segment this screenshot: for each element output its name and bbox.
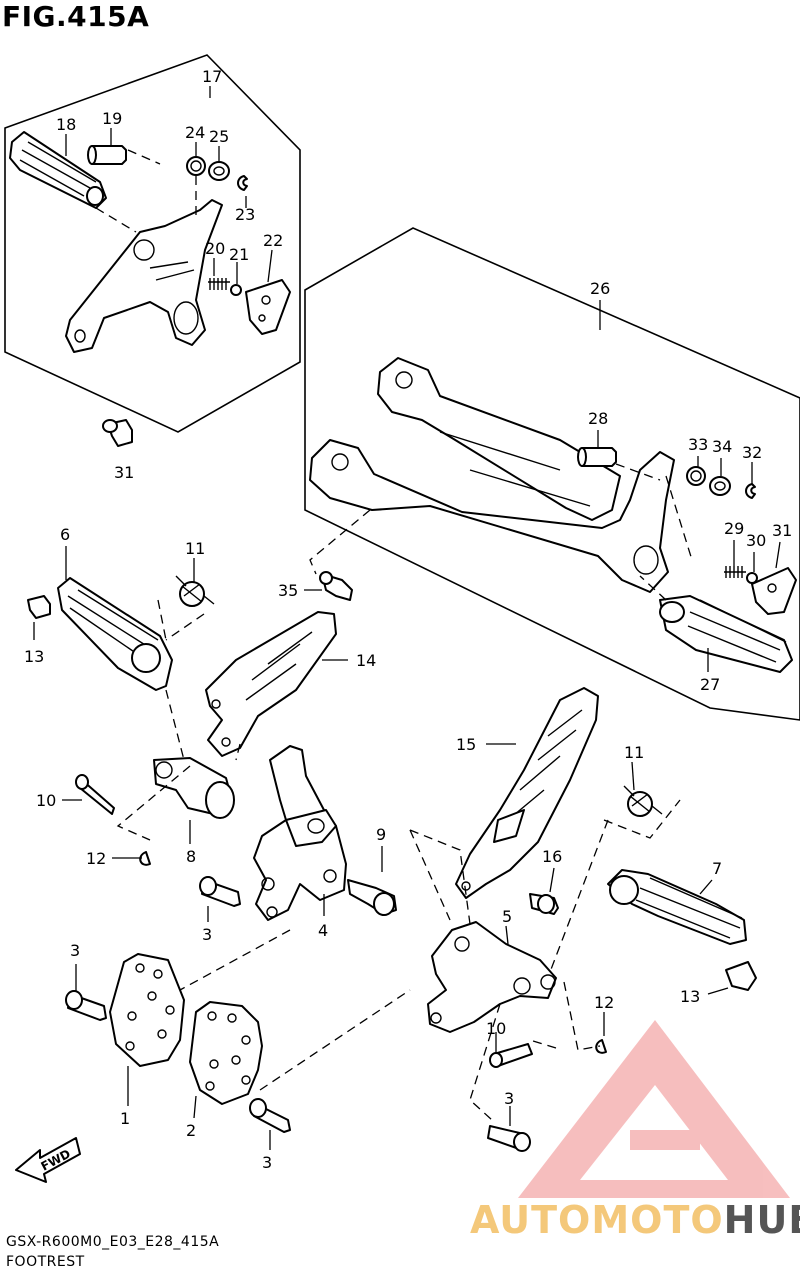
watermark-part2: HUB — [723, 1198, 800, 1242]
part-number: 21 — [229, 245, 249, 264]
part-number: 24 — [185, 123, 205, 142]
model-code: GSX-R600M0_E03_E28_415A — [6, 1234, 220, 1250]
bracket-upper-left — [65, 199, 223, 353]
spring-20 — [208, 278, 230, 290]
pin-10-left — [75, 774, 115, 815]
clip-12-right — [595, 1039, 607, 1054]
bolt-3-bottom-right — [487, 1125, 531, 1152]
part-number: 7 — [712, 859, 722, 878]
plate-2 — [189, 1001, 263, 1105]
part-number: 14 — [356, 651, 376, 670]
part-number: 10 — [486, 1019, 506, 1038]
part-number: 3 — [262, 1153, 272, 1172]
part-number: 31 — [114, 463, 134, 482]
bolt-3-left-upper — [199, 876, 241, 907]
part-number: 17 — [202, 67, 222, 86]
plate-31 — [751, 567, 797, 615]
washer-34 — [709, 476, 731, 496]
part-number: 12 — [594, 993, 614, 1012]
part-number: 31 — [772, 521, 792, 540]
bolt-3-bottom-left — [249, 1098, 291, 1133]
part-number: 30 — [746, 531, 766, 550]
part-number: 29 — [724, 519, 744, 538]
part-number: 1 — [120, 1109, 130, 1128]
part-number: 15 — [456, 735, 476, 754]
part-number: 27 — [700, 675, 720, 694]
part-number: 3 — [70, 941, 80, 960]
section-name: FOOTREST — [6, 1254, 85, 1270]
part-number: 9 — [376, 825, 386, 844]
assembly-box-26 — [304, 227, 800, 721]
clip-12-left — [139, 851, 151, 866]
part-number: 12 — [86, 849, 106, 868]
heel-guard-14 — [205, 611, 337, 757]
part-number: 11 — [624, 743, 644, 762]
bolt-16 — [529, 893, 559, 915]
part-number: 5 — [502, 907, 512, 926]
part-number: 11 — [185, 539, 205, 558]
washer-33 — [686, 466, 706, 486]
part-number: 4 — [318, 921, 328, 940]
plate-1 — [109, 953, 185, 1067]
part-number: 3 — [504, 1089, 514, 1108]
bolt-3-left-lower — [65, 990, 107, 1021]
part-number: 6 — [60, 525, 70, 544]
part-number: 26 — [590, 279, 610, 298]
leader-lines — [33, 86, 781, 1150]
heel-guard-15 — [455, 687, 599, 899]
part-number: 2 — [186, 1121, 196, 1140]
watermark-logo — [518, 1020, 790, 1198]
part-number: 18 — [56, 115, 76, 134]
washer-24 — [186, 156, 206, 176]
part-number: 32 — [742, 443, 762, 462]
washer-25 — [208, 161, 230, 181]
part-number: 34 — [712, 437, 732, 456]
pin-28 — [577, 447, 617, 467]
footpeg-7 — [607, 869, 747, 945]
bolt-31-left — [102, 419, 133, 447]
clip-32 — [745, 483, 756, 499]
part-number: 16 — [542, 847, 562, 866]
part-number: 3 — [202, 925, 212, 944]
spring-11-right — [623, 785, 663, 817]
bolt-13-left — [27, 595, 51, 619]
bolt-13-right — [725, 961, 757, 991]
heel-guard-bracket-26 — [309, 357, 675, 593]
bracket-5 — [427, 921, 557, 1033]
spring-11-left — [175, 575, 215, 607]
part-number: 13 — [24, 647, 44, 666]
footpeg-upper-left — [9, 131, 107, 209]
part-number: 28 — [588, 409, 608, 428]
watermark-text: AUTOMOTOHUB — [470, 1198, 800, 1242]
holder-8 — [153, 757, 235, 819]
part-number: 35 — [278, 581, 298, 600]
part-number: 19 — [102, 109, 122, 128]
plate-22 — [245, 279, 291, 335]
bracket-4 — [253, 745, 347, 921]
part-number: 20 — [205, 239, 225, 258]
footpeg-27 — [659, 595, 793, 673]
part-number: 13 — [680, 987, 700, 1006]
fwd-direction-arrow: FWD — [15, 1137, 81, 1183]
bolt-35 — [319, 571, 353, 601]
part-number: 25 — [209, 127, 229, 146]
ball-21 — [230, 284, 242, 296]
part-number: 8 — [186, 847, 196, 866]
part-number: 33 — [688, 435, 708, 454]
watermark-part1: AUTOMOTO — [470, 1198, 724, 1242]
pin-19 — [87, 145, 127, 165]
spring-29 — [724, 566, 746, 578]
footpeg-6 — [57, 577, 173, 691]
pin-10-right — [489, 1043, 533, 1068]
figure-title: FIG.415A — [2, 0, 150, 33]
part-number: 22 — [263, 231, 283, 250]
part-number: 23 — [235, 205, 255, 224]
part-number-labels: 17 18 19 24 25 23 20 21 22 31 26 28 33 3… — [24, 67, 792, 1172]
assembly-box-17 — [4, 54, 301, 433]
clip-23 — [237, 175, 248, 191]
bolt-9 — [347, 879, 397, 916]
part-number: 10 — [36, 791, 56, 810]
